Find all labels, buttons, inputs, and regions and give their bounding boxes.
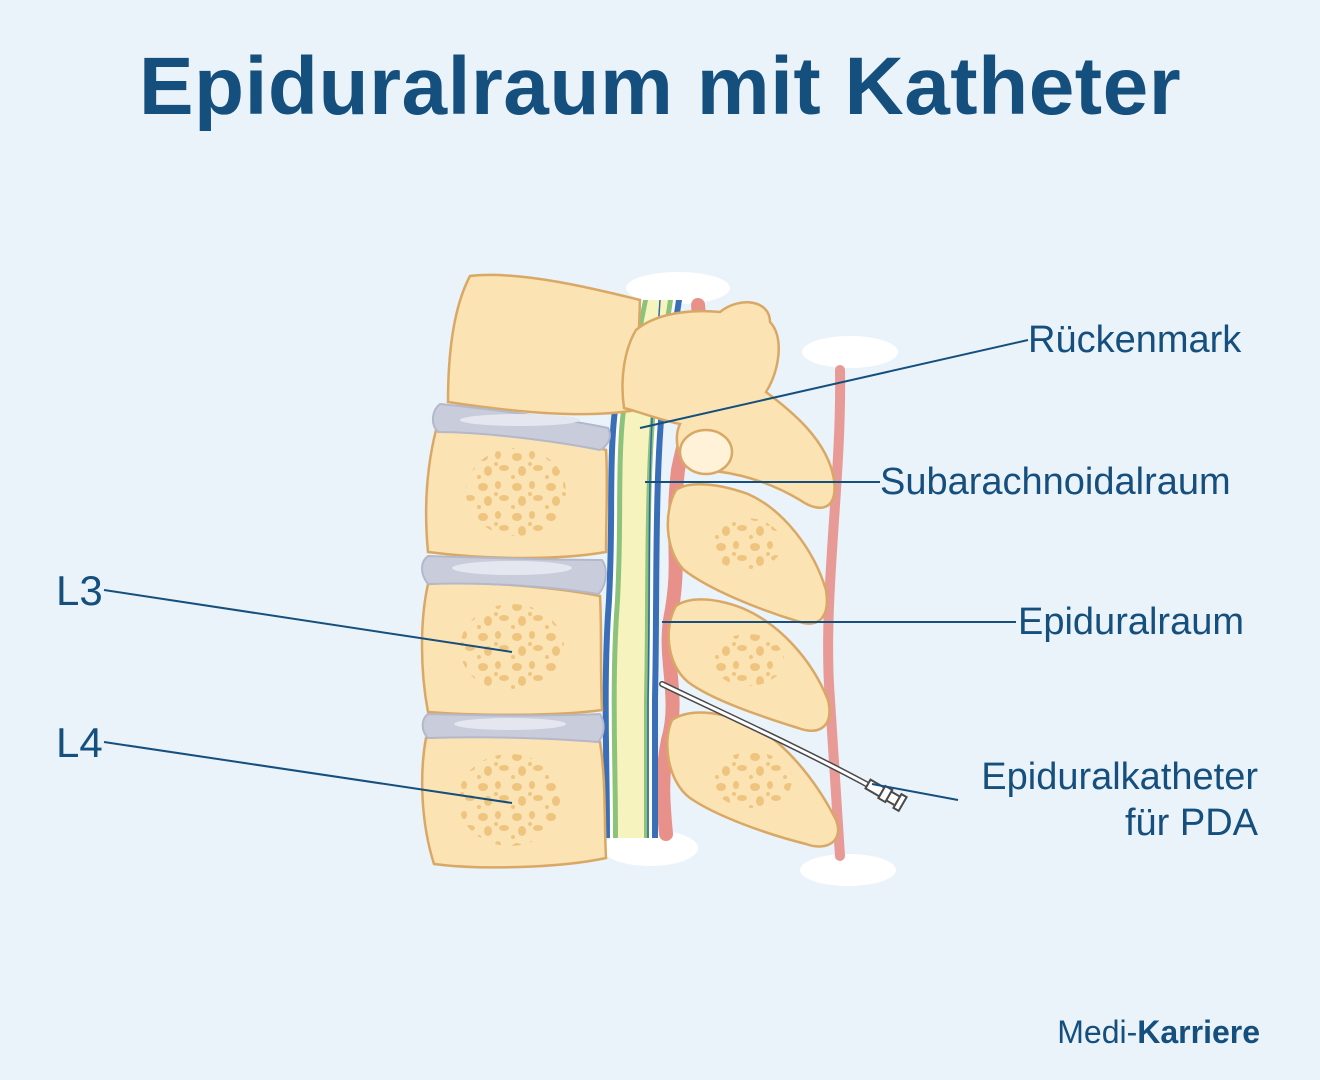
- epidural-catheter: [659, 681, 909, 813]
- brand-part1: Medi: [1057, 1014, 1127, 1050]
- label-epiduralkatheter: Epiduralkatheter für PDA: [981, 755, 1258, 846]
- label-rueckenmark: Rückenmark: [1028, 319, 1242, 361]
- callout-katheter: [871, 783, 959, 801]
- cut-surfaces: [602, 272, 898, 886]
- brand-separator: -: [1126, 1014, 1138, 1050]
- catheter-connector: [864, 778, 909, 813]
- spongy-bone: [458, 448, 566, 846]
- label-subarachnoidalraum: Subarachnoidalraum: [880, 461, 1231, 503]
- label-l4: L4: [56, 719, 103, 766]
- callout-lines: [103, 339, 1029, 804]
- facet-joint: [678, 428, 734, 476]
- brand-part2: Karriere: [1137, 1014, 1260, 1050]
- callout-l4: [103, 741, 513, 804]
- arch-texture: [710, 518, 792, 808]
- callout-l3: [103, 589, 513, 653]
- label-epiduralkatheter-line2: für PDA: [1124, 801, 1258, 844]
- page-title: Epiduralraum mit Katheter: [138, 41, 1182, 132]
- label-epiduralkatheter-line1: Epiduralkatheter: [981, 756, 1258, 798]
- label-l3: L3: [56, 567, 103, 614]
- callout-rueckenmark: [639, 339, 1029, 429]
- lamina-top: [621, 301, 836, 509]
- vertebral-arch: [621, 301, 840, 848]
- brand-logo: Medi-Karriere: [1057, 1014, 1260, 1051]
- disc-highlights: [452, 414, 580, 730]
- vertebra-top: [446, 273, 642, 416]
- spinal-canal: [602, 299, 682, 838]
- posterior-ligament: [823, 365, 846, 861]
- label-epiduralraum: Epiduralraum: [1018, 601, 1244, 643]
